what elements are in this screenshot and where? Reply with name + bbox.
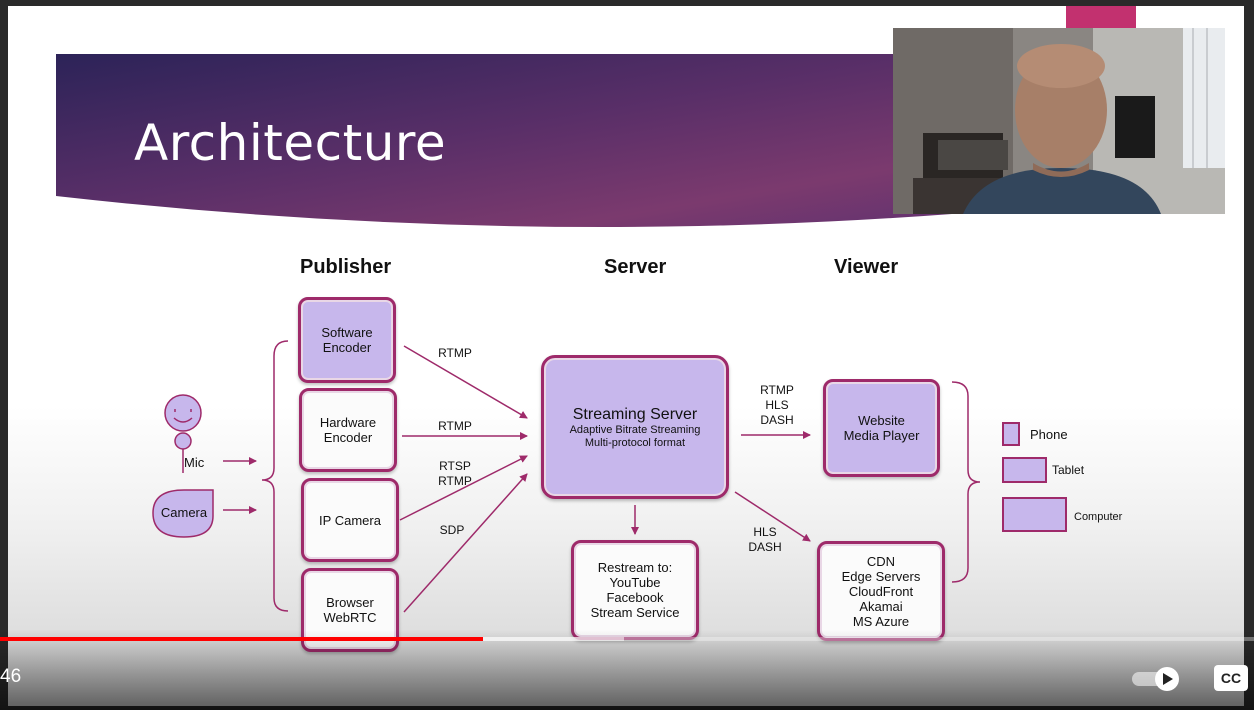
protocol-label-to-cdn: HLS DASH	[748, 525, 782, 554]
viewer-bracket	[951, 381, 981, 583]
arrow-browser	[403, 473, 528, 613]
captions-label: CC	[1214, 665, 1248, 691]
software-encoder-box: Software Encoder	[298, 297, 396, 383]
slide-accent-tab	[1066, 6, 1136, 28]
media-player-box: Website Media Player	[823, 379, 940, 477]
arrow-software	[403, 345, 528, 419]
server-title: Streaming Server	[572, 405, 698, 423]
slide-title: Architecture	[134, 114, 447, 172]
arrow-to-cdn	[734, 491, 811, 542]
architecture-diagram	[152, 340, 981, 613]
hardware-encoder-box: Hardware Encoder	[299, 388, 397, 472]
time-display: 46	[0, 666, 22, 687]
protocol-label-rtmp-2: RTMP	[438, 419, 472, 433]
captions-button[interactable]: CC	[1214, 665, 1248, 691]
streaming-server-box: Streaming Server Adaptive Bitrate Stream…	[541, 355, 729, 499]
slide: Architecture	[8, 6, 1244, 706]
phone-icon	[1002, 422, 1020, 446]
computer-icon	[1002, 497, 1067, 532]
protocol-label-rtmp-1: RTMP	[438, 346, 472, 360]
column-header-publisher: Publisher	[300, 256, 392, 278]
server-line-2: Multi-protocol format	[584, 436, 686, 449]
ip-camera-box: IP Camera	[301, 478, 399, 562]
phone-label: Phone	[1030, 427, 1068, 442]
camera-shape	[152, 489, 214, 538]
arrow-ipcamera	[399, 455, 528, 521]
autoplay-toggle[interactable]	[1130, 666, 1182, 692]
title-banner	[56, 54, 1156, 228]
progress-played	[0, 637, 483, 641]
publisher-bracket	[261, 340, 289, 612]
mic-label: Mic	[184, 455, 205, 470]
tablet-label: Tablet	[1052, 463, 1085, 477]
player-controls	[0, 630, 1254, 710]
column-header-viewer: Viewer	[834, 256, 899, 278]
cdn-box: CDN Edge Servers CloudFront Akamai MS Az…	[817, 541, 945, 641]
progress-bar[interactable]	[0, 637, 1254, 641]
tablet-icon	[1002, 457, 1047, 483]
restream-box: Restream to: YouTube Facebook Stream Ser…	[571, 540, 699, 640]
server-line-1: Adaptive Bitrate Streaming	[569, 423, 701, 436]
column-header-server: Server	[604, 256, 667, 278]
person-icon	[164, 394, 202, 473]
protocol-label-sdp: SDP	[439, 523, 465, 537]
protocol-label-to-player: RTMP HLS DASH	[760, 383, 794, 427]
camera-label: Camera	[160, 505, 208, 520]
webcam-overlay	[893, 28, 1225, 214]
computer-label: Computer	[1074, 511, 1123, 523]
protocol-label-rtsp-rtmp: RTSP RTMP	[438, 459, 472, 488]
